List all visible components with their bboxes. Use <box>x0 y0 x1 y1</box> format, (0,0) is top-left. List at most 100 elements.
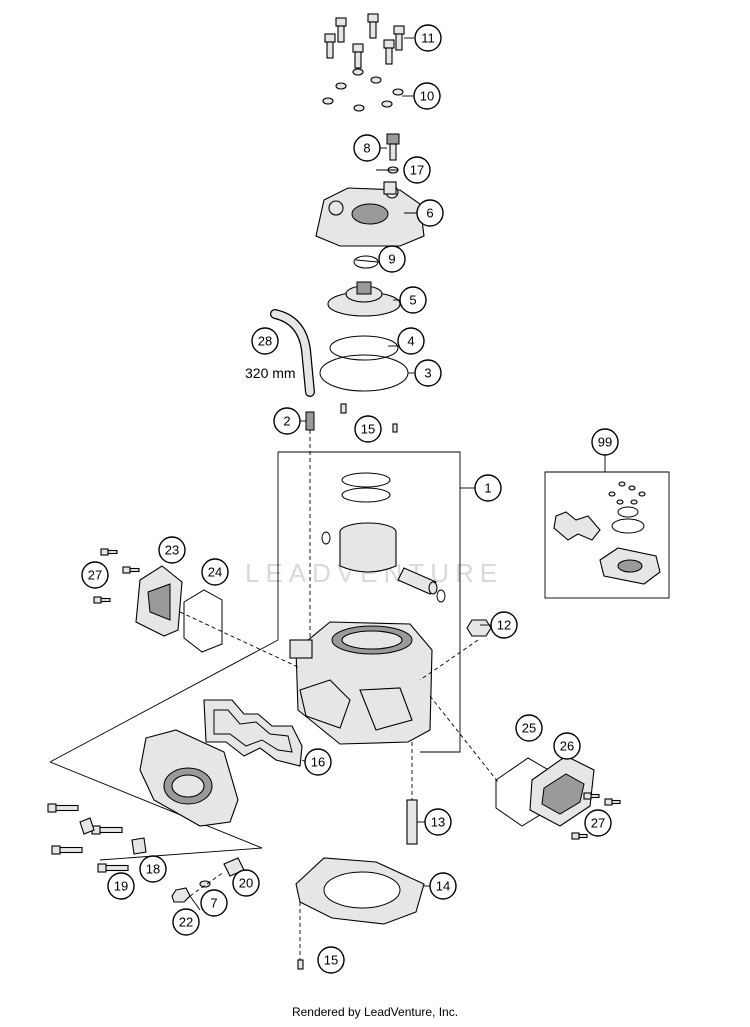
svg-text:9: 9 <box>388 252 395 267</box>
svg-text:16: 16 <box>311 755 325 770</box>
svg-text:13: 13 <box>431 815 445 830</box>
dowel-pin[interactable] <box>392 423 398 433</box>
callout-27[interactable]: 27 <box>81 561 109 589</box>
flange-bracket-line <box>49 761 263 849</box>
svg-text:10: 10 <box>420 89 434 104</box>
callout-19[interactable]: 19 <box>107 872 135 900</box>
callout-2[interactable]: 2 <box>273 407 301 435</box>
callout-27[interactable]: 27 <box>584 809 612 837</box>
svg-text:2: 2 <box>283 414 290 429</box>
svg-text:1: 1 <box>484 481 491 496</box>
temperature-sensor[interactable] <box>386 133 400 161</box>
svg-text:20: 20 <box>239 876 253 891</box>
svg-text:24: 24 <box>208 565 222 580</box>
intake-flange[interactable] <box>139 729 239 827</box>
callout-1[interactable]: 1 <box>474 474 502 502</box>
flange-bracket-line <box>99 847 263 861</box>
svg-text:99: 99 <box>598 435 612 450</box>
piston-pin[interactable] <box>397 567 438 595</box>
callout-12[interactable]: 12 <box>490 611 518 639</box>
flange-bolts[interactable] <box>47 803 129 873</box>
callout-26[interactable]: 26 <box>553 732 581 760</box>
callout-4[interactable]: 4 <box>397 327 425 355</box>
nut[interactable] <box>171 887 191 903</box>
base-gasket[interactable] <box>295 857 425 925</box>
svg-text:22: 22 <box>179 915 193 930</box>
svg-text:11: 11 <box>421 31 435 46</box>
cover-screws[interactable] <box>93 548 140 604</box>
callout-28[interactable]: 28 <box>251 327 279 355</box>
svg-text:14: 14 <box>436 879 450 894</box>
piston-ring[interactable] <box>341 487 391 503</box>
svg-text:12: 12 <box>497 618 511 633</box>
callout-11[interactable]: 11 <box>414 24 442 52</box>
callout-15[interactable]: 15 <box>354 415 382 443</box>
exhaust-valve-cover[interactable] <box>135 565 183 637</box>
stud-bolt[interactable] <box>305 411 315 640</box>
circlip[interactable] <box>436 589 446 603</box>
o-ring-small[interactable] <box>329 335 399 361</box>
svg-text:4: 4 <box>407 334 414 349</box>
callout-10[interactable]: 10 <box>413 82 441 110</box>
svg-text:18: 18 <box>146 862 160 877</box>
callout-18[interactable]: 18 <box>139 855 167 883</box>
stud-bolt[interactable] <box>406 799 418 845</box>
piston[interactable] <box>339 522 397 573</box>
flange-bracket-line <box>49 639 279 763</box>
svg-text:3: 3 <box>424 366 431 381</box>
svg-text:15: 15 <box>361 422 375 437</box>
svg-text:7: 7 <box>210 896 217 911</box>
callout-20[interactable]: 20 <box>232 869 260 897</box>
callout-24[interactable]: 24 <box>201 558 229 586</box>
cylinder[interactable] <box>289 621 433 745</box>
bracket-1 <box>278 451 461 753</box>
callout-7[interactable]: 7 <box>200 889 228 917</box>
svg-text:26: 26 <box>560 739 574 754</box>
svg-text:8: 8 <box>363 141 370 156</box>
callout-14[interactable]: 14 <box>429 872 457 900</box>
dowel-pin[interactable] <box>297 959 304 970</box>
gasket-kit[interactable] <box>553 481 661 585</box>
callout-15[interactable]: 15 <box>317 946 345 974</box>
piston-ring[interactable] <box>341 472 391 488</box>
cover-gasket[interactable] <box>183 589 223 653</box>
combustion-chamber-insert[interactable] <box>327 281 401 317</box>
nut[interactable] <box>466 619 492 637</box>
cover-screws-right[interactable] <box>571 792 621 840</box>
cylinder-head-washers[interactable] <box>322 68 404 112</box>
callout-17[interactable]: 17 <box>403 156 431 184</box>
callout-3[interactable]: 3 <box>414 359 442 387</box>
svg-text:25: 25 <box>522 721 536 736</box>
footer-credit: Rendered by LeadVenture, Inc. <box>292 1005 458 1019</box>
hose-length-label: 320 mm <box>245 365 296 381</box>
svg-text:15: 15 <box>324 953 338 968</box>
callout-23[interactable]: 23 <box>158 536 186 564</box>
cylinder-head-bolts[interactable] <box>324 13 405 69</box>
svg-text:27: 27 <box>88 568 102 583</box>
callout-25[interactable]: 25 <box>515 714 543 742</box>
svg-text:5: 5 <box>409 293 416 308</box>
svg-text:19: 19 <box>114 879 128 894</box>
leader-lines <box>189 37 491 911</box>
dowel-pin[interactable] <box>340 403 347 414</box>
callout-6[interactable]: 6 <box>416 199 444 227</box>
callout-16[interactable]: 16 <box>304 748 332 776</box>
hose-clip[interactable] <box>79 817 95 835</box>
callout-5[interactable]: 5 <box>399 286 427 314</box>
callout-22[interactable]: 22 <box>172 908 200 936</box>
hose-clip[interactable] <box>131 837 147 855</box>
callout-99[interactable]: 99 <box>591 428 619 456</box>
svg-text:23: 23 <box>165 543 179 558</box>
reed-valve-gasket[interactable] <box>203 699 303 767</box>
callout-9[interactable]: 9 <box>378 245 406 273</box>
callout-13[interactable]: 13 <box>424 808 452 836</box>
washer[interactable] <box>199 880 211 888</box>
circlip[interactable] <box>321 531 331 545</box>
power-valve-cover[interactable] <box>529 755 595 827</box>
callout-8[interactable]: 8 <box>353 134 381 162</box>
svg-text:6: 6 <box>426 206 433 221</box>
svg-text:17: 17 <box>410 163 424 178</box>
cylinder-head[interactable] <box>315 181 425 247</box>
svg-text:27: 27 <box>591 816 605 831</box>
